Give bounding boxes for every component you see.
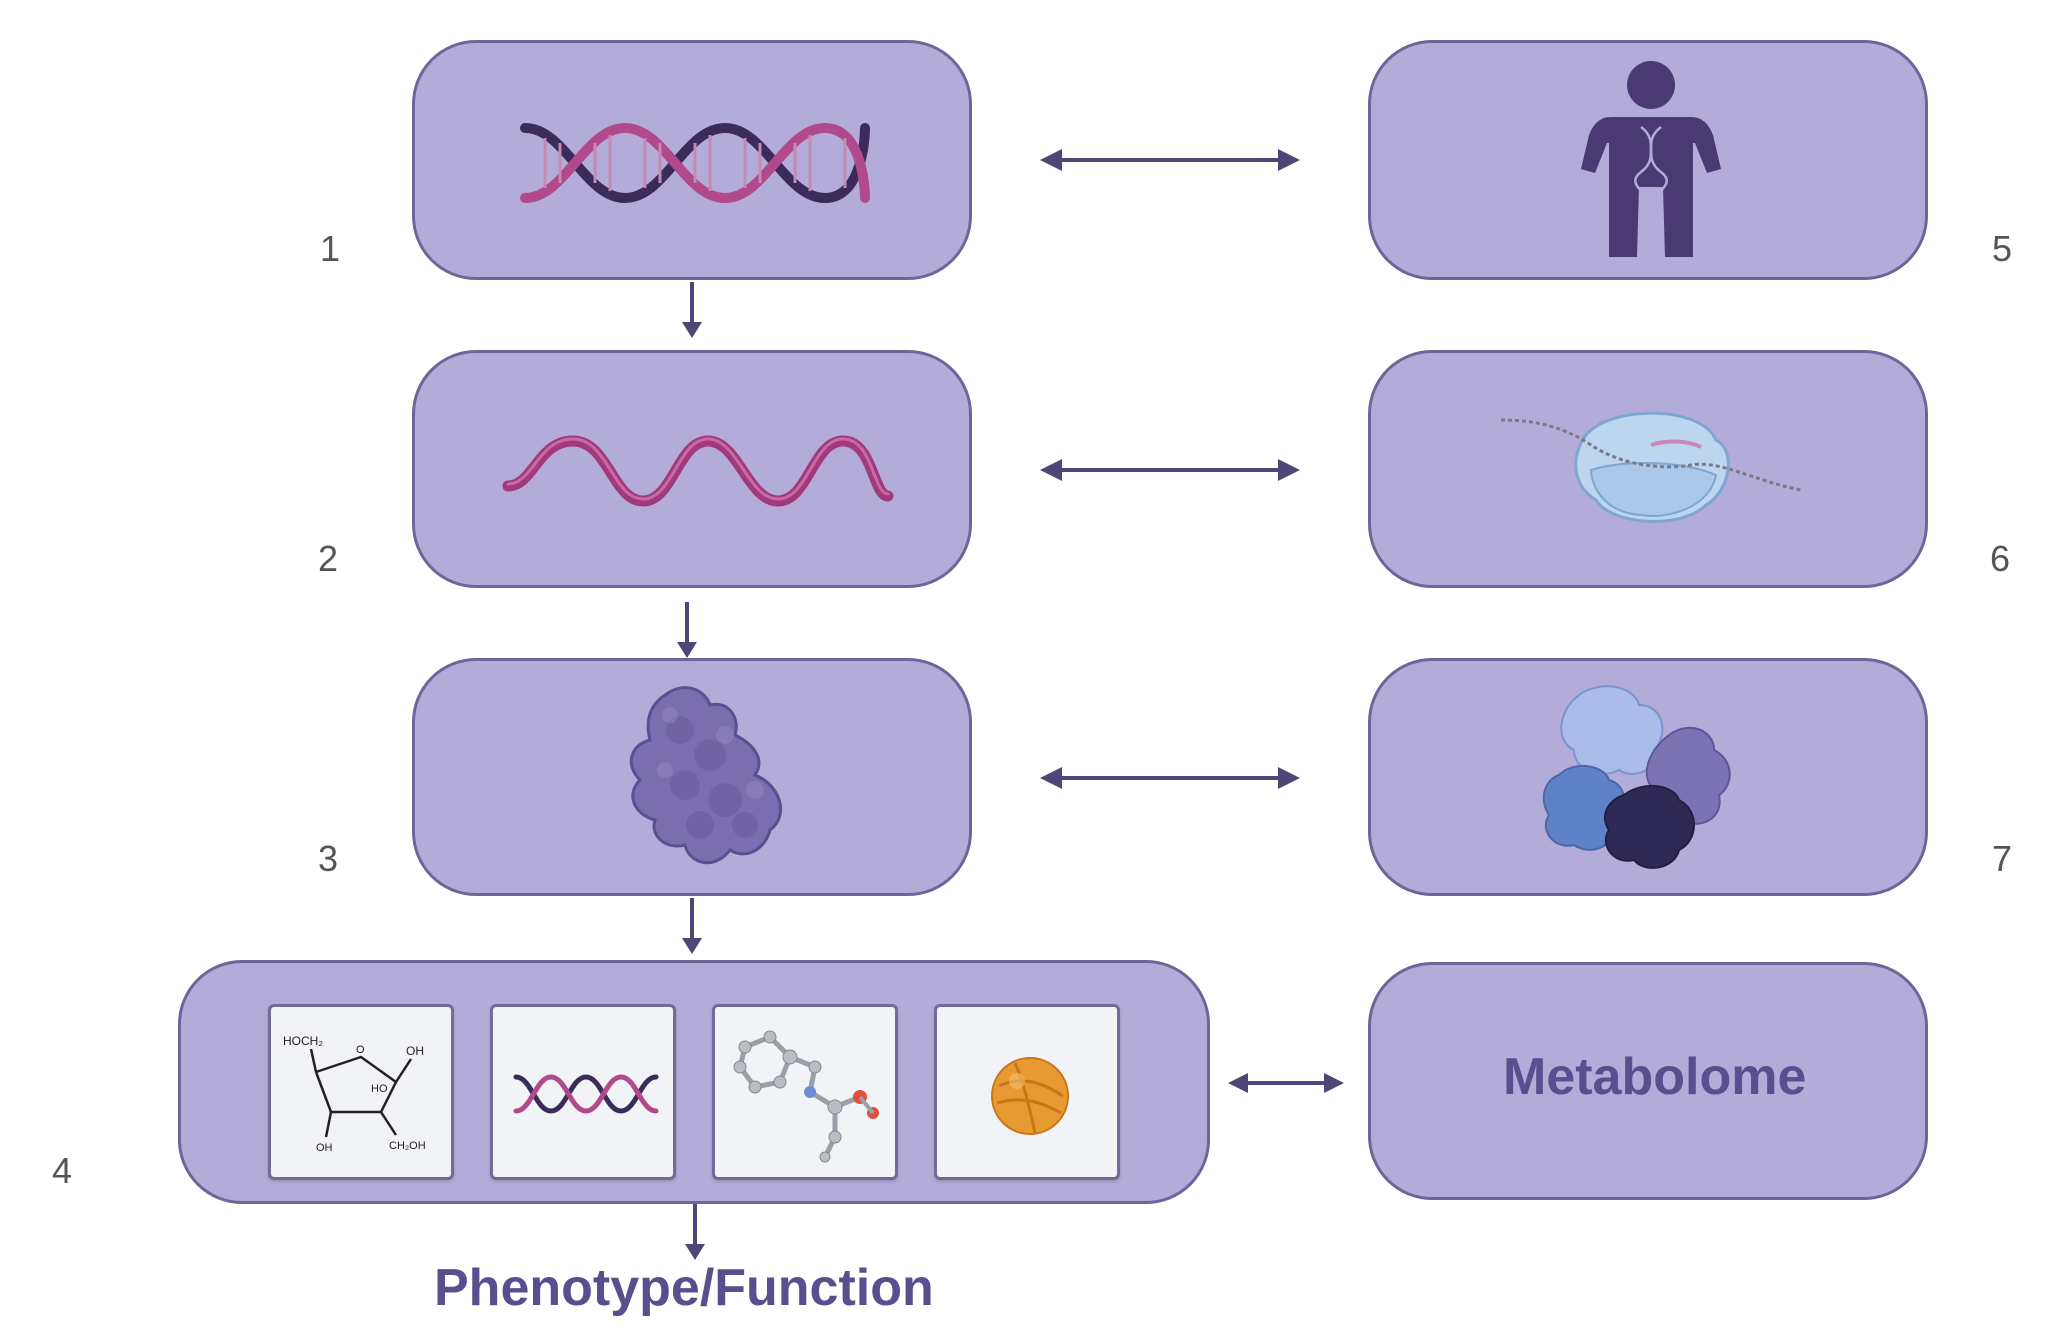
lipid-tile <box>934 1004 1120 1180</box>
number-1: 1 <box>320 228 341 269</box>
number-4: 4 <box>52 1150 73 1191</box>
sugar-molecule-icon: HOCH₂ OH O HO OH CH₂OH <box>283 1034 426 1154</box>
arrow-down-2 <box>677 602 697 658</box>
double-arrow-3-7 <box>1040 767 1300 789</box>
organism-box <box>1368 40 1928 280</box>
double-arrow-4-metabolome <box>1228 1073 1344 1093</box>
lipid-particle-icon <box>991 1057 1069 1135</box>
phenotype-function-label: Phenotype/Function <box>434 1259 934 1317</box>
metabolome-box: Metabolome <box>1368 962 1928 1200</box>
proteome-box <box>412 658 972 896</box>
sugar-label-hoch2: HOCH₂ <box>283 1034 323 1048</box>
arrow-down-3 <box>682 898 702 954</box>
number-2: 2 <box>318 538 339 579</box>
ribosome-icon <box>1500 411 1802 523</box>
rna-strand-icon <box>502 435 894 507</box>
arrow-down-4 <box>685 1204 705 1260</box>
number-5: 5 <box>1992 228 2013 269</box>
arrow-down-1 <box>682 282 702 338</box>
number-3: 3 <box>318 838 339 879</box>
sugar-label-ho: HO <box>371 1083 388 1095</box>
sugar-tile: HOCH₂ OH O HO OH CH₂OH <box>268 1004 454 1180</box>
human-figure-icon <box>1581 61 1721 257</box>
ball-and-stick-molecule-icon <box>733 1030 879 1163</box>
double-arrow-1-5 <box>1040 149 1300 171</box>
sugar-label-ch2oh: CH₂OH <box>389 1140 426 1152</box>
genome-box <box>412 40 972 280</box>
protein-complex-icon <box>1542 685 1731 869</box>
molecule-tile <box>712 1004 898 1180</box>
sugar-label-o: O <box>356 1044 365 1056</box>
number-7: 7 <box>1992 838 2013 879</box>
sugar-label-oh-top: OH <box>406 1044 424 1058</box>
translatome-box <box>1368 350 1928 588</box>
metabolome-label: Metabolome <box>1503 1048 1807 1106</box>
transcriptome-box <box>412 350 972 588</box>
small-dna-icon <box>513 1074 659 1114</box>
number-6: 6 <box>1990 538 2011 579</box>
protein-icon <box>629 686 783 865</box>
dna-icon <box>520 122 870 204</box>
dna-tile <box>490 1004 676 1180</box>
sugar-label-oh-bottom: OH <box>316 1142 333 1154</box>
double-arrow-2-6 <box>1040 459 1300 481</box>
interactome-box <box>1368 658 1928 896</box>
